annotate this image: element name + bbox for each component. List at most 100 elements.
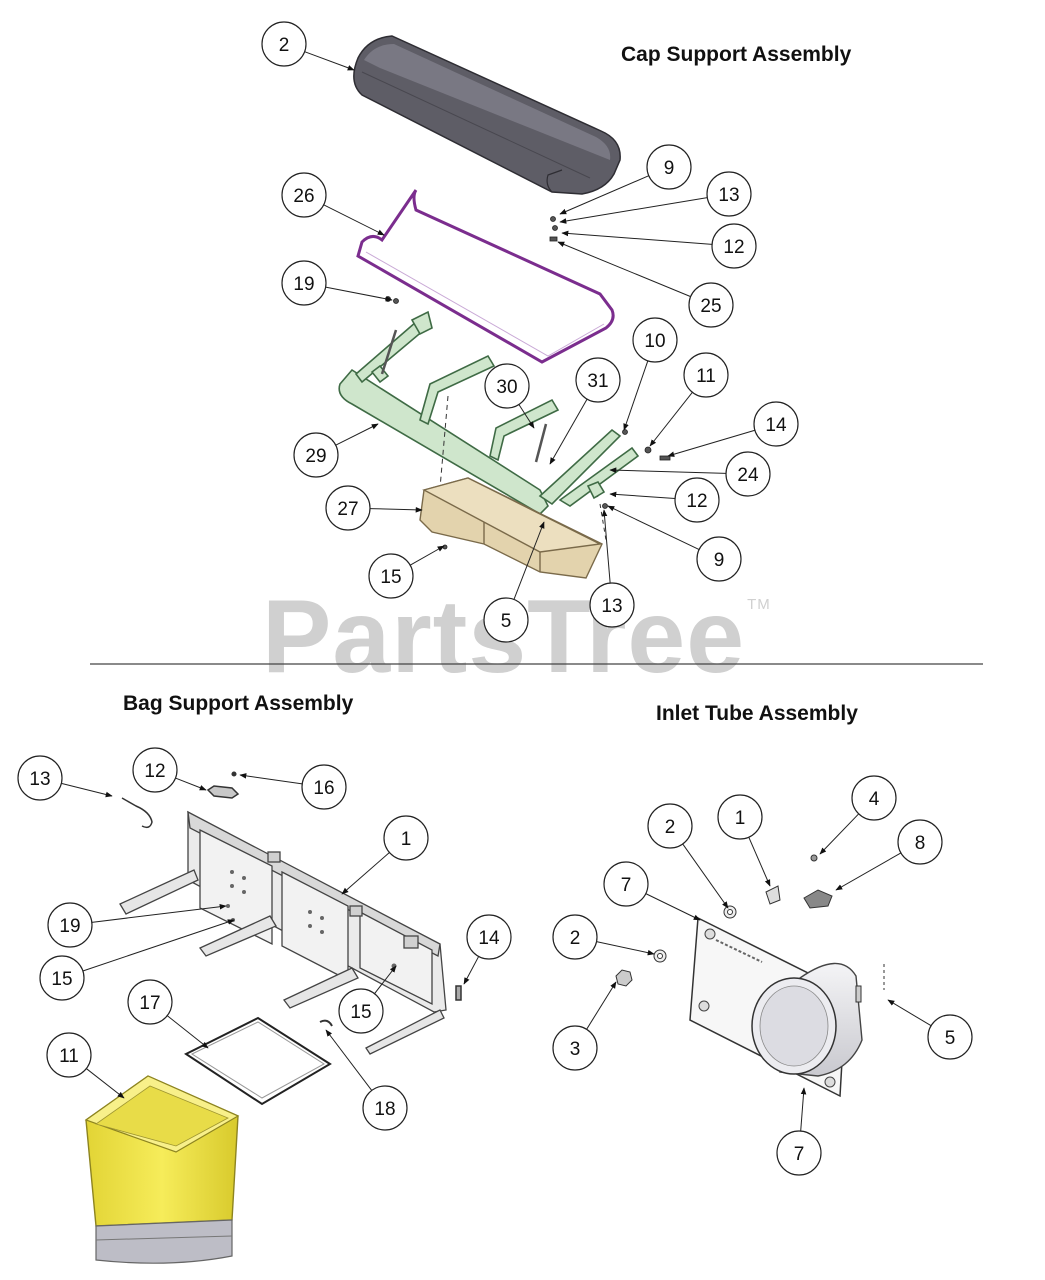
callout-number: 3 — [570, 1039, 581, 1060]
callout-circle — [281, 172, 327, 218]
callout-leader — [559, 197, 708, 224]
callout-bag-support-13: 13 — [17, 755, 113, 801]
callout-number: 4 — [869, 789, 880, 810]
callout-number: 12 — [723, 237, 744, 258]
callout-inlet-tube-8: 8 — [835, 819, 943, 891]
callout-circle — [46, 1032, 92, 1078]
callout-circle — [383, 815, 429, 861]
callout-number: 15 — [380, 567, 401, 588]
callout-leader — [609, 467, 727, 474]
callout-number: 16 — [313, 778, 334, 799]
bag-gasket-part — [184, 1016, 332, 1106]
callout-circle — [688, 282, 734, 328]
callout-number: 12 — [144, 761, 165, 782]
callout-number: 9 — [664, 158, 675, 179]
callout-cap-support-2: 2 — [261, 21, 355, 71]
callout-cap-support-25: 25 — [557, 241, 734, 328]
callout-leader — [239, 773, 303, 785]
callout-circle — [706, 171, 752, 217]
callout-number: 10 — [644, 331, 665, 352]
callout-number: 26 — [293, 186, 314, 207]
callout-leader — [682, 843, 729, 909]
callout-number: 15 — [350, 1002, 371, 1023]
callout-number: 7 — [794, 1144, 805, 1165]
callout-cap-support-31: 31 — [549, 357, 621, 465]
callout-cap-support-5: 5 — [483, 521, 545, 643]
callout-leader — [304, 51, 355, 71]
callout-cap-support-12: 12 — [561, 223, 757, 269]
callout-circle — [725, 451, 771, 497]
callout-cap-support-11: 11 — [649, 352, 729, 447]
callout-cap-support-13: 13 — [589, 509, 635, 628]
callout-number: 8 — [915, 833, 926, 854]
callout-leader — [175, 777, 207, 791]
callout-circle — [132, 747, 178, 793]
callout-bag-support-1: 1 — [341, 815, 429, 895]
callout-leader — [325, 286, 393, 302]
callout-number: 25 — [700, 296, 721, 317]
callout-circle — [483, 597, 529, 643]
small-hardware-cap — [385, 216, 671, 550]
callout-inlet-tube-2: 2 — [552, 914, 655, 960]
bracket-part — [419, 477, 603, 579]
callout-number: 15 — [51, 969, 72, 990]
callout-number: 29 — [305, 446, 326, 467]
callout-circle — [603, 861, 649, 907]
callout-leader — [645, 893, 701, 921]
callout-leader — [607, 505, 700, 550]
callout-cap-support-19: 19 — [281, 260, 393, 306]
bag-support-title: Bag Support Assembly — [123, 692, 354, 715]
callout-circle — [647, 803, 693, 849]
callout-number: 11 — [696, 366, 716, 387]
callout-circle — [368, 553, 414, 599]
callout-number: 31 — [587, 371, 608, 392]
callout-circle — [261, 21, 307, 67]
callout-cap-support-27: 27 — [325, 485, 423, 531]
callout-leader — [369, 507, 423, 513]
callout-inlet-tube-1: 1 — [717, 794, 771, 887]
callout-leader — [463, 956, 480, 985]
callout-circle — [338, 988, 384, 1034]
callout-number: 2 — [570, 928, 581, 949]
callout-cap-support-26: 26 — [281, 172, 385, 236]
callout-cap-support-14: 14 — [667, 401, 799, 457]
callout-number: 1 — [401, 829, 412, 850]
callout-leader — [518, 404, 535, 429]
callout-cap-support-29: 29 — [293, 423, 379, 478]
callout-circle — [753, 401, 799, 447]
callout-circle — [589, 582, 635, 628]
callout-leader — [335, 423, 379, 446]
callout-inlet-tube-7: 7 — [776, 1087, 822, 1176]
callout-circle — [683, 352, 729, 398]
cap-support-title: Cap Support Assembly — [621, 43, 852, 66]
callout-leader — [61, 782, 113, 798]
callout-circle — [362, 1085, 408, 1131]
callout-bag-support-14: 14 — [463, 914, 512, 985]
callout-number: 1 — [735, 808, 746, 829]
callout-number: 19 — [59, 916, 80, 937]
callout-bag-support-16: 16 — [239, 764, 347, 810]
callout-leader — [323, 204, 385, 236]
callout-number: 14 — [765, 415, 787, 436]
callout-bag-support-18: 18 — [325, 1029, 408, 1131]
callout-leader — [819, 813, 860, 855]
callout-leader — [374, 965, 397, 994]
callout-number: 2 — [279, 35, 290, 56]
callout-circle — [897, 819, 943, 865]
callout-cap-support-13: 13 — [559, 171, 752, 224]
callout-circle — [696, 536, 742, 582]
callout-leader — [559, 175, 649, 215]
callout-number: 13 — [718, 185, 739, 206]
callout-bag-support-15: 15 — [39, 919, 235, 1001]
callout-number: 17 — [139, 993, 160, 1014]
callout-leader — [887, 999, 932, 1027]
inlet-tube-part — [751, 962, 863, 1077]
callout-number: 30 — [496, 377, 517, 398]
cap-part — [353, 35, 621, 195]
callout-circle — [17, 755, 63, 801]
callout-inlet-tube-5: 5 — [887, 999, 973, 1060]
callout-number: 13 — [29, 769, 50, 790]
callout-number: 2 — [665, 817, 676, 838]
gas-spring-parts — [380, 329, 548, 463]
